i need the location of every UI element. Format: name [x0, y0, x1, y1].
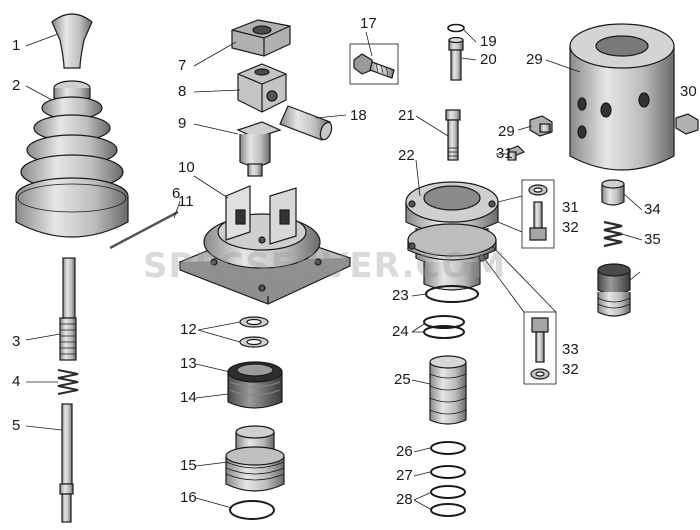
part-label: 20: [480, 51, 497, 68]
part-label: 12: [180, 321, 197, 338]
part-11-washers: [239, 316, 269, 348]
part-31-32-bottom-bolt-set: [523, 311, 557, 385]
part-1-knob: [51, 13, 93, 69]
part-18-seal: [447, 23, 465, 33]
part-21-flange-body: [405, 181, 499, 291]
part-2-bellows-boot: [15, 80, 129, 238]
part-26-ring: [430, 465, 466, 479]
part-10-pin: [109, 210, 179, 250]
part-27-rings: [430, 485, 466, 517]
part-label: 6: [172, 185, 181, 202]
part-label: 24: [392, 323, 409, 340]
part-label: 34: [644, 201, 661, 218]
part-label: 9: [178, 115, 187, 132]
part-label: 29: [526, 51, 543, 68]
watermark: SPECSERVER.COM: [143, 246, 507, 286]
part-24-spool: [429, 355, 467, 425]
part-label: 2: [12, 77, 21, 94]
part-label: 15: [180, 457, 197, 474]
part-label: 7: [178, 57, 187, 74]
part-label: 26: [396, 443, 413, 460]
part-12-13-valve-body: [227, 361, 283, 409]
part-35-fitting: [597, 263, 631, 317]
part-16-bolt: [349, 43, 399, 85]
part-label: 1: [12, 37, 21, 54]
part-label: 31: [562, 199, 579, 216]
part-label: 5: [12, 417, 21, 434]
part-label: 22: [398, 147, 415, 164]
part-label: 13: [180, 355, 197, 372]
part-label: 31: [496, 145, 513, 162]
part-19-pin: [448, 36, 464, 81]
part-29-plug-right: [675, 113, 699, 135]
part-6-hex-nut: [231, 19, 291, 57]
part-label: 30: [680, 83, 697, 100]
part-label: 35: [644, 231, 661, 248]
part-label: 17: [360, 15, 377, 32]
part-3-threaded-shaft: [59, 257, 77, 361]
part-17-cross-pin: [279, 105, 333, 141]
part-label: 19: [480, 33, 497, 50]
part-30-small-plug: [506, 145, 526, 161]
part-15-seal-ring: [229, 500, 275, 520]
part-label: 11: [178, 193, 194, 210]
part-33-cap: [601, 179, 625, 206]
part-label: 8: [178, 83, 187, 100]
part-29-plug-left: [529, 115, 553, 137]
part-label: 32: [562, 219, 579, 236]
part-5-rod: [59, 403, 74, 523]
part-label: 3: [12, 333, 21, 350]
part-label: 18: [350, 107, 367, 124]
part-label: 21: [398, 107, 415, 124]
part-label: 32: [562, 361, 579, 378]
part-label: 28: [396, 491, 413, 508]
part-label: 16: [180, 489, 197, 506]
part-31-32-top-bolt-set: [521, 179, 555, 249]
part-label: 25: [394, 371, 411, 388]
part-label: 23: [392, 287, 409, 304]
part-label: 4: [12, 373, 21, 390]
part-20-stem: [445, 109, 461, 161]
part-4-spring: [57, 369, 79, 395]
leader-lines: [25, 29, 643, 511]
part-label: 29: [498, 123, 515, 140]
part-label: 27: [396, 467, 413, 484]
part-7-block: [237, 63, 287, 113]
part-25-ring: [430, 441, 466, 455]
part-34-spring: [603, 220, 623, 248]
part-23-orings: [423, 315, 465, 339]
part-label: 14: [180, 389, 197, 406]
part-9-housing: [178, 185, 352, 305]
part-label: 10: [178, 159, 195, 176]
part-8-plunger: [236, 121, 282, 177]
part-14-fitting: [225, 425, 285, 492]
part-label: 33: [562, 341, 579, 358]
part-28-cylinder-block: [569, 23, 675, 171]
